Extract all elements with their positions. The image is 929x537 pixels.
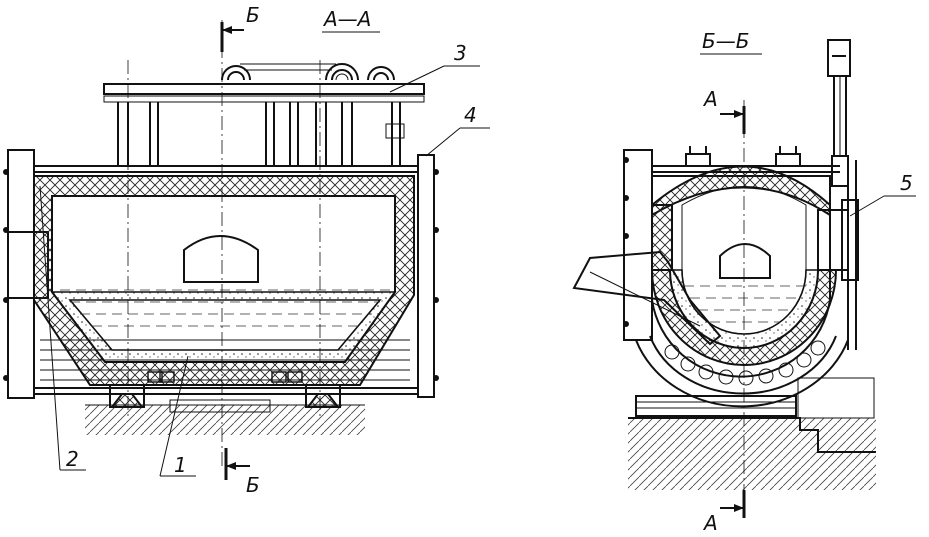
top-bolts (685, 146, 801, 167)
insulation-layer (50, 291, 397, 363)
callout-2: 2 (66, 447, 79, 471)
support-feet (109, 384, 341, 413)
pulleys (221, 63, 395, 81)
flange-bolts-right (433, 169, 439, 381)
side-flange-bolts (623, 157, 629, 327)
callout-5: 5 (900, 171, 913, 195)
charging-window-bb (719, 243, 771, 279)
pouring-spout (572, 250, 722, 346)
base-plates (635, 395, 797, 417)
left-flange (7, 149, 35, 399)
rollers (664, 340, 826, 386)
tilt-cylinder (817, 39, 859, 350)
section-title-aa: А—А (322, 7, 371, 31)
callout-1: 1 (174, 453, 187, 477)
shell-outline (651, 175, 831, 378)
cut-label-a-bottom: А (702, 511, 718, 535)
cut-label-a-top: А (702, 87, 718, 111)
foundation-block (628, 418, 876, 490)
cut-label-b-bottom: Б (246, 473, 260, 497)
view-section-bb: Б—Б (572, 29, 916, 535)
melt-level-bb (684, 285, 806, 323)
small-blocks (147, 371, 303, 383)
callout-4: 4 (464, 103, 477, 127)
support-columns (117, 102, 401, 166)
section-title-bb: Б—Б (702, 29, 749, 53)
charging-window (183, 235, 259, 283)
top-frame (103, 83, 425, 95)
right-flange (417, 154, 435, 398)
melt-level (60, 289, 390, 327)
cut-label-b-top: Б (246, 3, 260, 27)
roller-ring-outer (635, 339, 849, 408)
view-section-aa: Б Б А—А 3 4 2 1 (3, 3, 490, 497)
vault-lining (651, 165, 831, 217)
callout-3: 3 (454, 41, 467, 65)
ground-foundation (85, 405, 365, 435)
side-flange (623, 149, 653, 341)
